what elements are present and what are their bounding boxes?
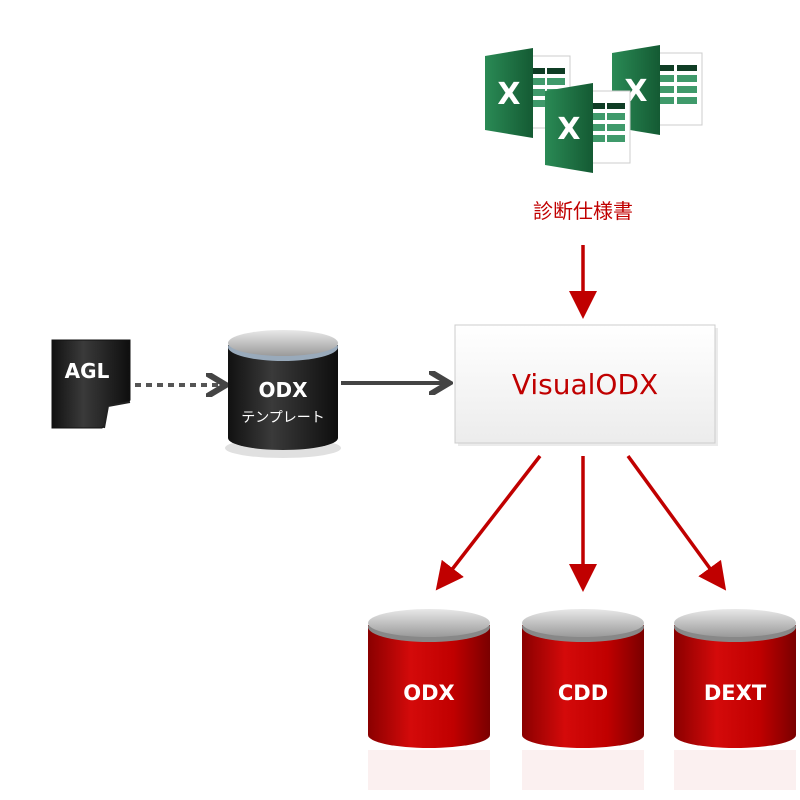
odx-output-database-icon: ODX [368, 609, 490, 790]
agl-document-icon: AGL [51, 339, 131, 429]
odx-template-database-icon: ODX テンプレート [225, 330, 341, 458]
svg-text:AGL: AGL [65, 359, 110, 383]
dext-output-database-icon: DEXT [674, 609, 796, 790]
excel-file-icon: X [545, 83, 631, 173]
svg-text:ODX: ODX [258, 378, 308, 402]
svg-text:テンプレート: テンプレート [241, 410, 325, 426]
svg-text:CDD: CDD [558, 681, 608, 705]
spec-label: 診断仕様書 [533, 199, 633, 223]
svg-text:X: X [557, 112, 580, 147]
visualodx-tool-box: VisualODX [454, 324, 718, 446]
svg-text:VisualODX: VisualODX [512, 368, 658, 401]
arrow-tool-to-dext [626, 454, 727, 591]
excel-file-icon: X [612, 45, 703, 135]
arrow-tool-to-odx [435, 454, 542, 591]
cdd-output-database-icon: CDD [522, 609, 644, 790]
svg-text:ODX: ODX [403, 681, 454, 705]
svg-text:DEXT: DEXT [704, 681, 767, 705]
svg-text:X: X [497, 77, 520, 112]
